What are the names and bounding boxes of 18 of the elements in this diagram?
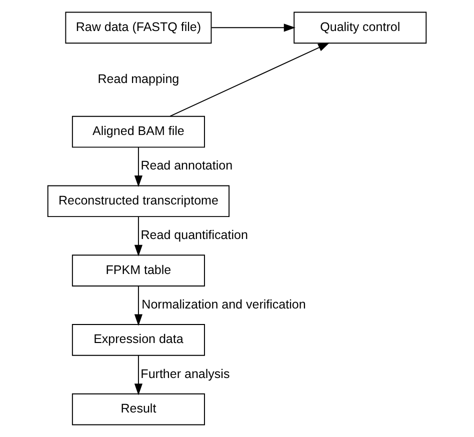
node-box: Quality control: [294, 12, 427, 44]
arrow: [134, 286, 142, 326]
node-box: Raw data (FASTQ file): [65, 12, 212, 44]
edge-label: Normalization and verification: [142, 298, 306, 312]
node-box: Result: [72, 393, 205, 426]
arrow: [134, 216, 142, 256]
node-box: Reconstructed transcriptome: [47, 185, 230, 218]
arrow: [134, 355, 142, 396]
arrow: [170, 42, 330, 117]
arrow: [211, 24, 296, 32]
edge-label: Read annotation: [140, 158, 233, 173]
node-box: FPKM table: [72, 254, 205, 286]
node-box: Expression data: [72, 324, 205, 356]
arrow: [134, 146, 142, 188]
edge-label: Further analysis: [140, 366, 230, 381]
node-box: Aligned BAM file: [72, 116, 205, 148]
label: Read mapping: [98, 72, 180, 86]
edge-label: Read quantification: [140, 228, 248, 242]
